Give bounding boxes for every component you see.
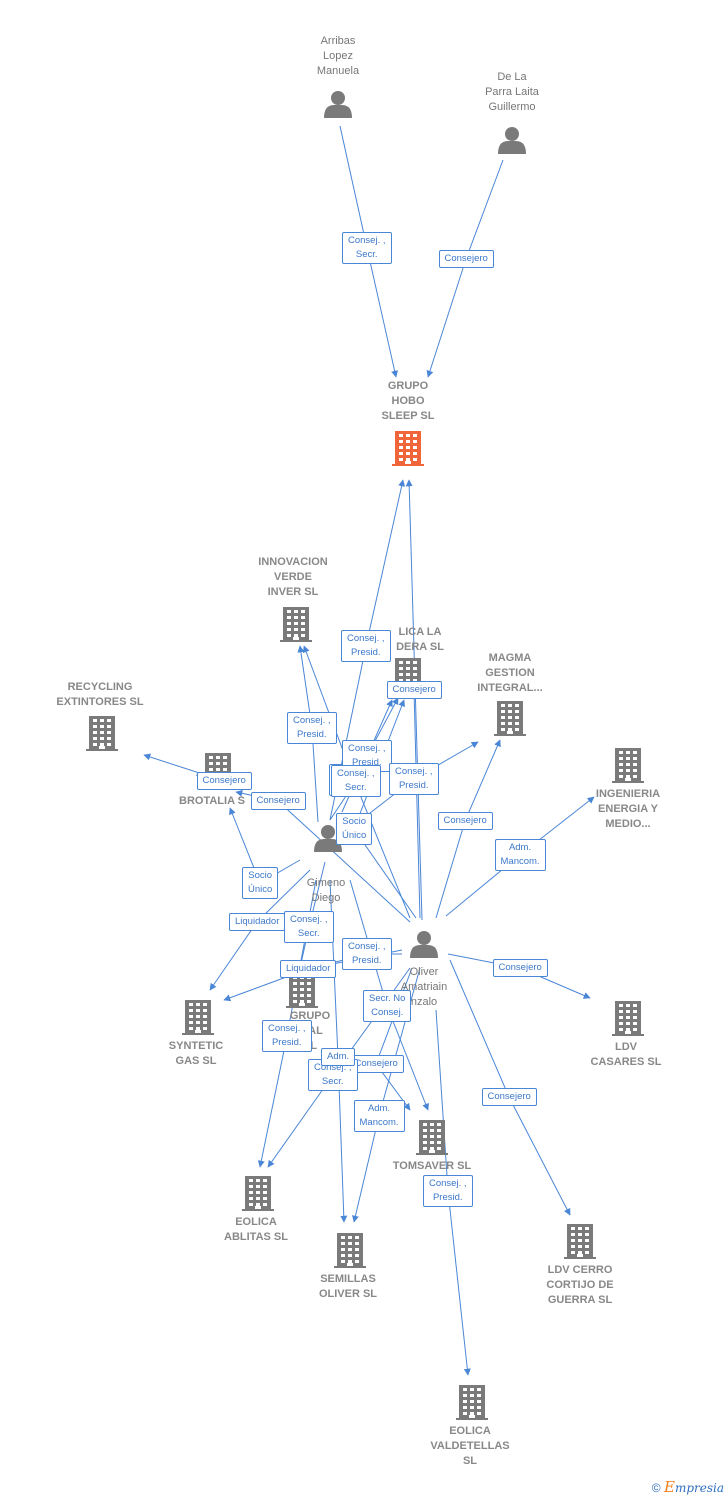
- building-icon-ingenieria[interactable]: [612, 748, 644, 783]
- edge-label-oliver-brotalia[interactable]: Consejero: [250, 792, 306, 810]
- edge-label-gimeno-innovacion[interactable]: Consej. , Presid.: [287, 712, 337, 744]
- node-label-arribas[interactable]: Arribas Lopez Manuela: [316, 35, 360, 77]
- building-icon-syntetic[interactable]: [182, 1000, 214, 1035]
- edge-label-oliver-syntetic[interactable]: Liquidador: [280, 960, 337, 978]
- node-label-tomsaver[interactable]: TOMSAVER SL: [392, 1160, 472, 1172]
- node-label-eolicavaldetellas[interactable]: EOLICA VALDETELLAS SL: [430, 1425, 510, 1467]
- node-label-syntetic[interactable]: SYNTETIC GAS SL: [168, 1040, 224, 1067]
- building-icon-eolicavaldetellas[interactable]: [456, 1385, 488, 1420]
- person-icon-delaparra[interactable]: [498, 127, 526, 154]
- edge-label-gimeno-syntetic[interactable]: Liquidador: [229, 913, 286, 931]
- building-icon-grupohobo[interactable]: [392, 431, 424, 466]
- node-label-eolicaablitas[interactable]: EOLICA ABLITAS SL: [224, 1216, 288, 1243]
- person-icon-gimeno[interactable]: [314, 825, 342, 852]
- node-label-magma[interactable]: MAGMA GESTION INTEGRAL...: [477, 652, 543, 694]
- edge-label-gimeno-eolicaablitas[interactable]: Consej. , Presid.: [262, 1020, 312, 1052]
- building-icon-eolicaablitas[interactable]: [242, 1176, 274, 1211]
- edge-delaparra-to-grupohobo: [426, 159, 504, 378]
- edge-label-gimeno-magma[interactable]: Consej. , Presid.: [389, 763, 439, 795]
- node-label-lica[interactable]: LICA LA DERA SL: [396, 626, 444, 653]
- edge-label-gimeno-lica[interactable]: Consej. , Secr.: [331, 765, 381, 797]
- edge-oliver-to-grupohobo: [405, 479, 423, 921]
- node-label-gimeno[interactable]: Gimeno Diego: [306, 877, 346, 904]
- building-icon-grupoind[interactable]: [286, 973, 318, 1008]
- edge-label-oliver-eolicavaldetellas[interactable]: Consej. , Presid.: [423, 1175, 473, 1207]
- copyright-symbol: ©: [651, 1481, 661, 1495]
- building-icon-recycling[interactable]: [86, 716, 118, 751]
- edge-label-oliver-lica[interactable]: Consejero: [386, 681, 442, 699]
- node-label-oliver[interactable]: Oliver Amatriain nzalo: [400, 966, 448, 1008]
- node-label-innovacion[interactable]: INNOVACION VERDE INVER SL: [258, 556, 328, 598]
- node-label-ingenieria[interactable]: INGENIERIA ENERGIA Y MEDIO...: [595, 788, 661, 830]
- edge-label-gimeno-brotalia[interactable]: Socio Único: [242, 867, 279, 899]
- edge-label-brotalia-recycling[interactable]: Consejero: [196, 772, 252, 790]
- edge-label-oliver-ldvcasares[interactable]: Consejero: [492, 959, 548, 977]
- edge-label-oliver-ingenieria[interactable]: Adm. Mancom.: [494, 839, 546, 871]
- building-icon-tomsaver[interactable]: [416, 1120, 448, 1155]
- empresia-watermark[interactable]: © Empresia: [652, 1478, 724, 1496]
- edge-label-oliver-magma[interactable]: Consejero: [437, 812, 493, 830]
- edge-label-gimeno-grupohobo[interactable]: Consej. , Presid.: [341, 630, 391, 662]
- edge-label-gimeno-grupoind[interactable]: Consej. , Secr.: [284, 911, 334, 943]
- edge-label-gimeno-tomsaver[interactable]: Secr. No Consej.: [363, 990, 412, 1022]
- empresia-logo: Empresia: [663, 1478, 724, 1496]
- building-icon-innovacion[interactable]: [280, 607, 312, 642]
- node-label-grupohobo[interactable]: GRUPO HOBO SLEEP SL: [381, 380, 435, 422]
- person-icon-oliver[interactable]: [410, 931, 438, 958]
- node-label-brotalia[interactable]: BROTALIA S: [179, 795, 245, 807]
- node-label-delaparra[interactable]: De La Parra Laita Guillermo: [485, 71, 539, 113]
- building-icon-magma[interactable]: [494, 701, 526, 736]
- edge-label-oliver-semillas[interactable]: Adm. Mancom.: [353, 1100, 405, 1132]
- building-icon-semillas[interactable]: [334, 1233, 366, 1268]
- edge-label-delaparra-grupohobo[interactable]: Consejero: [438, 250, 494, 268]
- edge-label-arribas-grupohobo[interactable]: Consej. , Secr.: [342, 232, 392, 264]
- person-icon-arribas[interactable]: [324, 91, 352, 118]
- building-icon-ldvcasares[interactable]: [612, 1001, 644, 1036]
- node-label-semillas[interactable]: SEMILLAS OLIVER SL: [318, 1273, 378, 1300]
- node-label-recycling[interactable]: RECYCLING EXTINTORES SL: [56, 681, 144, 708]
- node-label-ldvcerro[interactable]: LDV CERRO CORTIJO DE GUERRA SL: [546, 1264, 614, 1306]
- edge-label-oliver-lica[interactable]: Socio Único: [336, 813, 373, 845]
- edge-label-oliver-grupoind[interactable]: Consej. , Presid.: [342, 938, 392, 970]
- edge-label-oliver-ldvcerro[interactable]: Consejero: [481, 1088, 537, 1106]
- node-label-ldvcasares[interactable]: LDV CASARES SL: [590, 1041, 662, 1068]
- edge-label-gimeno-semillas[interactable]: Adm.: [321, 1048, 356, 1066]
- building-icon-ldvcerro[interactable]: [564, 1224, 596, 1259]
